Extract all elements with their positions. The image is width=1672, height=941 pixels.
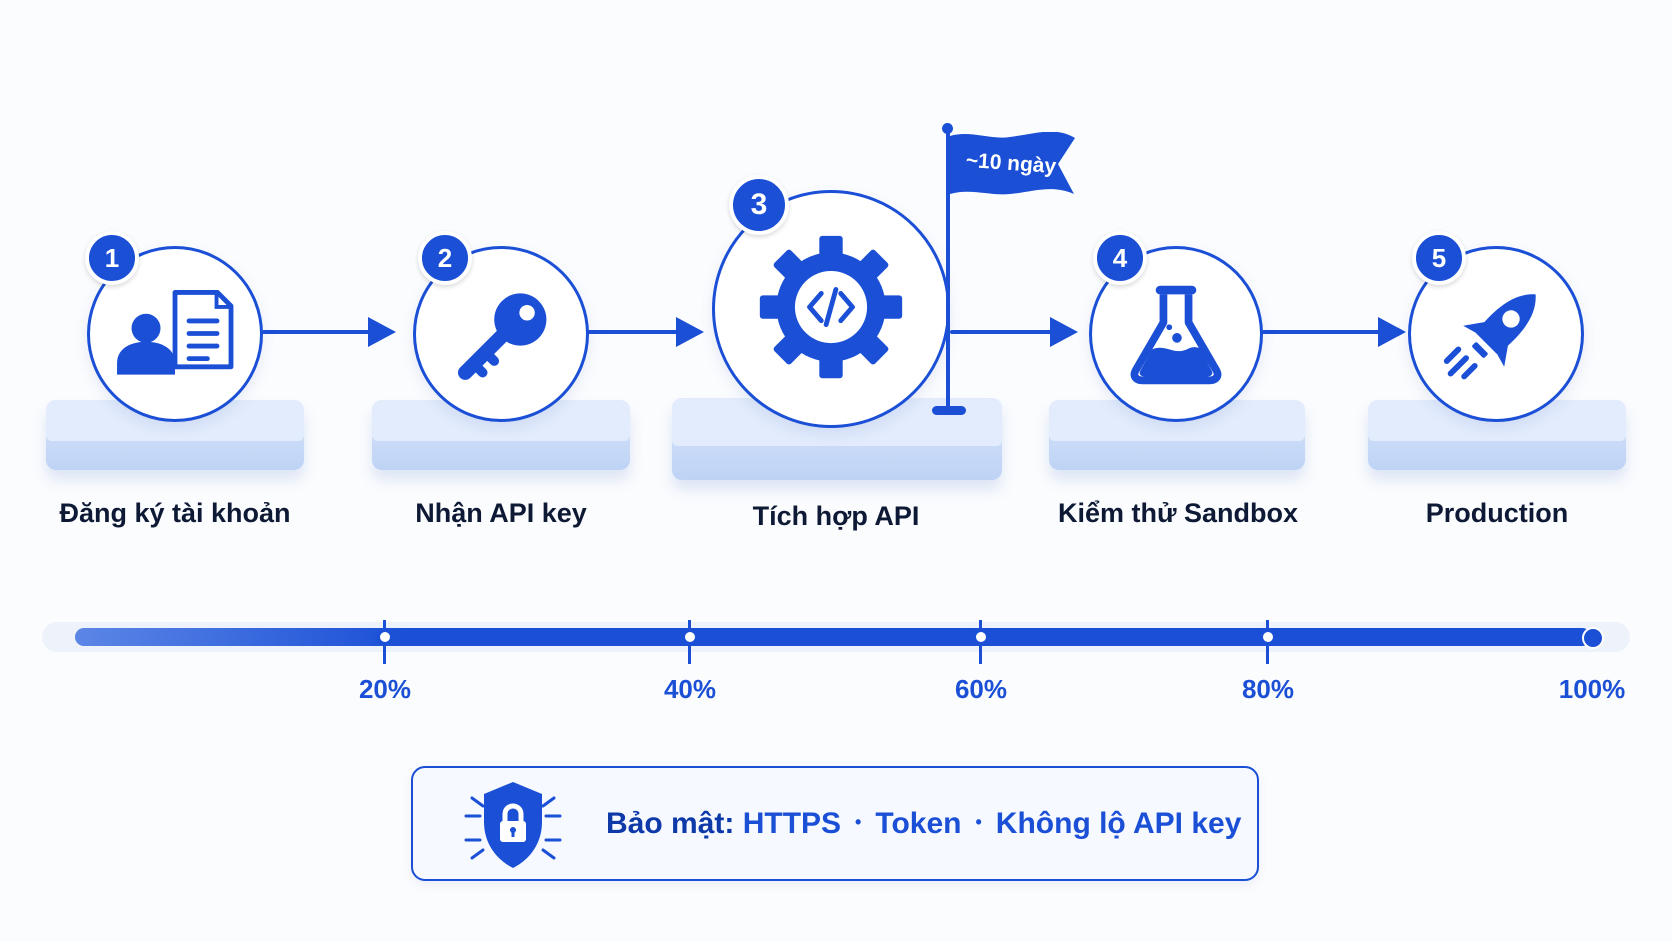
- step-4-number-badge: 4: [1093, 231, 1147, 285]
- progress-fill: [75, 628, 1591, 646]
- security-info-box: [411, 766, 1259, 881]
- tick-label-80: 80%: [1241, 674, 1295, 704]
- rocket-icon: [1443, 294, 1536, 380]
- step-2-number-badge: 2: [418, 231, 472, 285]
- connector-4-5: [1262, 330, 1390, 334]
- flag-pole-top: [942, 123, 953, 134]
- user-document-icon: [117, 290, 234, 375]
- flag-base: [932, 406, 966, 415]
- step-4-label: Kiểm thử Sandbox: [1057, 498, 1299, 528]
- code-gear-icon: [759, 235, 903, 379]
- step-3-number-badge: 3: [729, 175, 789, 235]
- connector-2-3: [586, 330, 686, 334]
- step-1-number-badge: 1: [85, 231, 139, 285]
- tick-marker-40: [682, 629, 698, 645]
- security-title: Bảo mật:: [606, 807, 735, 840]
- step-3-circle: [712, 190, 950, 428]
- security-separator: •: [855, 812, 862, 832]
- step-2-label: Nhận API key: [415, 498, 587, 528]
- step-1-label: Đăng ký tài khoản: [59, 498, 291, 528]
- security-item-https: HTTPS: [742, 807, 842, 840]
- tick-marker-100: [1582, 627, 1604, 649]
- security-separator: •: [975, 812, 982, 832]
- tick-label-60: 60%: [954, 674, 1008, 704]
- step-3-label: Tích hợp API: [752, 501, 920, 531]
- security-item-no-key-leak: Không lộ API key: [995, 807, 1242, 840]
- security-text: Bảo mật: HTTPS • Token • Không lộ API key: [606, 807, 1241, 841]
- arrow-3-4-icon: [1050, 317, 1078, 347]
- arrow-2-3-icon: [676, 317, 704, 347]
- flask-icon: [1130, 285, 1222, 385]
- tick-marker-20: [377, 629, 393, 645]
- pedestal-4: [1049, 400, 1305, 470]
- tick-label-20: 20%: [358, 674, 412, 704]
- security-item-token: Token: [875, 807, 962, 840]
- arrow-1-2-icon: [368, 317, 396, 347]
- key-icon: [458, 293, 547, 380]
- step-5-number-badge: 5: [1412, 231, 1466, 285]
- arrow-4-5-icon: [1378, 317, 1406, 347]
- flag-icon: [950, 132, 1075, 195]
- connector-3-4: [950, 330, 1060, 334]
- tick-marker-80: [1260, 629, 1276, 645]
- step-5-label: Production: [1425, 498, 1569, 528]
- tick-label-40: 40%: [663, 674, 717, 704]
- flag-pole: [946, 128, 950, 408]
- tick-marker-60: [973, 629, 989, 645]
- tick-label-100: 100%: [1558, 674, 1626, 704]
- shield-lock-icon: [464, 782, 562, 868]
- connector-1-2: [262, 330, 382, 334]
